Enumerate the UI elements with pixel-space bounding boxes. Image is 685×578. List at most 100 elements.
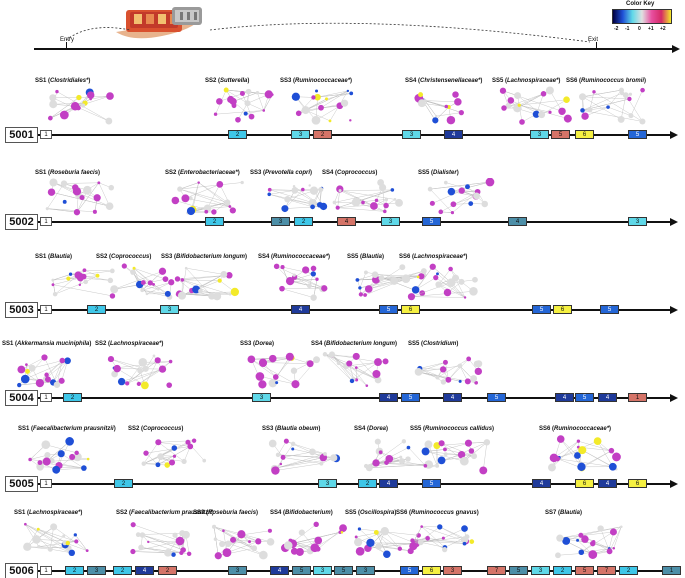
- network-edge: [592, 543, 614, 549]
- timeline-arrowhead-5003: [670, 306, 678, 314]
- timeline-axis-5004: [38, 397, 670, 399]
- state-segment: 2: [87, 305, 106, 314]
- network-edge: [25, 524, 69, 549]
- network-node: [81, 465, 87, 471]
- network-edge: [283, 451, 313, 458]
- network-node: [423, 463, 428, 468]
- network-node: [335, 205, 340, 210]
- network-node: [354, 378, 359, 382]
- network-edge: [142, 282, 172, 291]
- network-edge: [276, 457, 324, 468]
- subset-taxon: Akkermansia muciniphila: [17, 341, 90, 347]
- network-node: [284, 196, 291, 203]
- network-node: [395, 198, 403, 207]
- network-node: [290, 547, 298, 555]
- network-node: [628, 113, 634, 119]
- network-edge: [334, 189, 393, 203]
- network-node: [42, 457, 51, 466]
- network-edge: [226, 89, 248, 104]
- network-edge: [52, 284, 113, 297]
- network-node: [578, 532, 584, 538]
- state-segment-start: 1: [40, 305, 52, 314]
- state-segment: 5: [422, 479, 441, 488]
- network-node: [545, 86, 554, 95]
- network-node: [81, 103, 86, 108]
- network-edge: [138, 361, 171, 385]
- network-edge: [167, 533, 183, 553]
- network-edge: [47, 208, 77, 213]
- network-edge: [443, 528, 465, 539]
- subset-label: SS1 (Akkermansia muciniphila): [2, 341, 92, 347]
- state-segment: 5: [551, 130, 570, 139]
- network-node: [501, 105, 507, 111]
- subset-label: SS4 (Christensenellaceae*): [405, 78, 483, 84]
- network-node: [479, 466, 488, 475]
- subset-taxon: Roseburia faecis: [208, 510, 257, 516]
- network-node: [268, 354, 277, 363]
- subject-id-5006: 5006: [5, 563, 38, 578]
- state-segment: 3: [628, 217, 647, 226]
- co-occurrence-network: [110, 263, 175, 300]
- subject-id-5005: 5005: [5, 476, 38, 492]
- network-edge: [440, 191, 478, 213]
- timeline-arrowhead-5002: [670, 218, 678, 226]
- color-key-tick-4: +1: [648, 26, 654, 32]
- network-node: [617, 115, 625, 123]
- network-node: [470, 375, 478, 382]
- network-edge: [27, 546, 69, 549]
- state-segment: 4: [444, 130, 463, 139]
- network-node: [468, 201, 474, 206]
- network-node: [592, 90, 596, 94]
- exit-tick: [596, 42, 597, 49]
- network-node: [406, 445, 411, 450]
- subset-tag: SS5: [345, 510, 357, 516]
- network-node: [354, 366, 358, 369]
- network-node: [439, 366, 447, 373]
- network-node: [192, 285, 201, 294]
- subset-label: SS6 (Lachnospiraceae*): [399, 254, 468, 260]
- network-node: [382, 358, 389, 365]
- network-edge: [445, 362, 449, 380]
- network-node: [82, 268, 87, 273]
- state-segment-start: 1: [40, 393, 52, 402]
- subset-label: SS3 (Blautia obeum): [262, 426, 321, 432]
- network-node: [65, 540, 71, 546]
- network-node: [291, 187, 299, 194]
- timeline-axis-5005: [38, 483, 670, 485]
- subset-label: SS3 (Prevotella copri): [250, 170, 313, 176]
- network-edge: [589, 106, 609, 111]
- state-segment-start: 1: [40, 130, 52, 139]
- network-node: [429, 263, 436, 270]
- network-edge: [376, 532, 388, 545]
- network-node: [363, 293, 367, 297]
- network-node: [461, 525, 468, 532]
- network-edge: [421, 103, 449, 108]
- subset-taxon: Lachnospiraceae*: [110, 341, 162, 347]
- network-node: [318, 104, 324, 111]
- network-edge: [259, 376, 296, 385]
- network-node: [97, 181, 101, 185]
- network-node: [372, 369, 381, 379]
- network-node: [155, 462, 161, 468]
- subset-taxon: Blautia obeum: [277, 426, 319, 432]
- network-edge: [389, 458, 426, 466]
- network-node: [363, 270, 368, 275]
- network-node: [28, 457, 32, 462]
- network-node: [109, 293, 116, 299]
- network-edge: [84, 270, 98, 276]
- network-node: [319, 461, 324, 466]
- network-node: [85, 549, 89, 553]
- subset-label: SS6 (Ruminococcus gnavus): [396, 510, 479, 516]
- co-occurrence-network: [213, 87, 274, 123]
- network-edge: [438, 284, 466, 298]
- network-edge: [52, 280, 56, 295]
- network-node: [349, 378, 355, 384]
- network-node: [405, 456, 411, 462]
- subset-taxon: Christensenellaceae*: [420, 78, 481, 84]
- network-edge: [52, 360, 63, 383]
- subset-label: SS3 (Dorea): [240, 341, 275, 347]
- network-node: [182, 530, 190, 539]
- state-segment: 5: [628, 130, 647, 139]
- network-edge: [50, 535, 64, 550]
- network-node: [110, 285, 119, 294]
